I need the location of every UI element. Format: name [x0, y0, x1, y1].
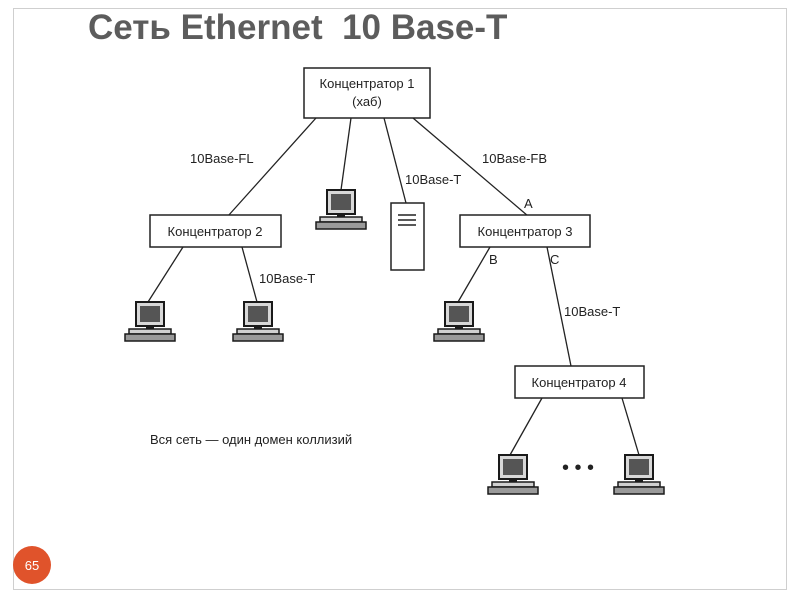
link-label-10base-t-hub1: 10Base-T	[405, 172, 461, 187]
hub-2: Концентратор 2	[149, 214, 282, 248]
port-label-a: A	[524, 196, 533, 211]
slide-frame	[13, 8, 787, 590]
computer-icon	[232, 301, 284, 342]
link-hub1-server	[383, 117, 407, 204]
collision-domain-caption: Вся сеть — один домен коллизий	[150, 432, 352, 447]
link-label-10base-t-hub3: 10Base-T	[564, 304, 620, 319]
computer-icon	[124, 301, 176, 342]
link-hub4-pc1	[509, 397, 543, 456]
computer-icon	[613, 454, 665, 495]
link-hub1-hub2	[227, 117, 317, 217]
computer-icon	[487, 454, 539, 495]
hub-1: Концентратор 1 (хаб)	[303, 67, 431, 119]
link-hub2-pc1	[147, 246, 184, 303]
hub-3-label: Концентратор 3	[478, 224, 573, 239]
link-hub4-pc2	[621, 397, 640, 456]
link-hub3-hub4	[546, 246, 572, 367]
slide-title: Сеть Ethernet 10 Base-T	[88, 8, 508, 47]
computer-icon	[433, 301, 485, 342]
port-label-c: C	[550, 252, 559, 267]
link-hub1-hub3	[412, 117, 529, 217]
link-hub3-pc	[457, 246, 491, 303]
hub-1-label: Концентратор 1	[320, 76, 415, 91]
hub-2-label: Концентратор 2	[168, 224, 263, 239]
hub-4: Концентратор 4	[514, 365, 645, 399]
link-label-10base-t-hub2: 10Base-T	[259, 271, 315, 286]
page-number-badge: 65	[13, 546, 51, 584]
hub-4-label: Концентратор 4	[532, 375, 627, 390]
hub-3: Концентратор 3	[459, 214, 591, 248]
port-label-b: B	[489, 252, 498, 267]
link-label-10base-fl: 10Base-FL	[190, 151, 254, 166]
computer-icon	[315, 189, 367, 230]
more-computers-ellipsis: • • •	[562, 457, 594, 479]
connection-lines	[147, 117, 640, 456]
hub-1-sublabel: (хаб)	[352, 94, 382, 109]
link-hub2-pc2	[241, 246, 258, 303]
server-icon	[390, 202, 425, 271]
link-label-10base-fb: 10Base-FB	[482, 151, 547, 166]
link-hub1-pc	[340, 117, 352, 191]
